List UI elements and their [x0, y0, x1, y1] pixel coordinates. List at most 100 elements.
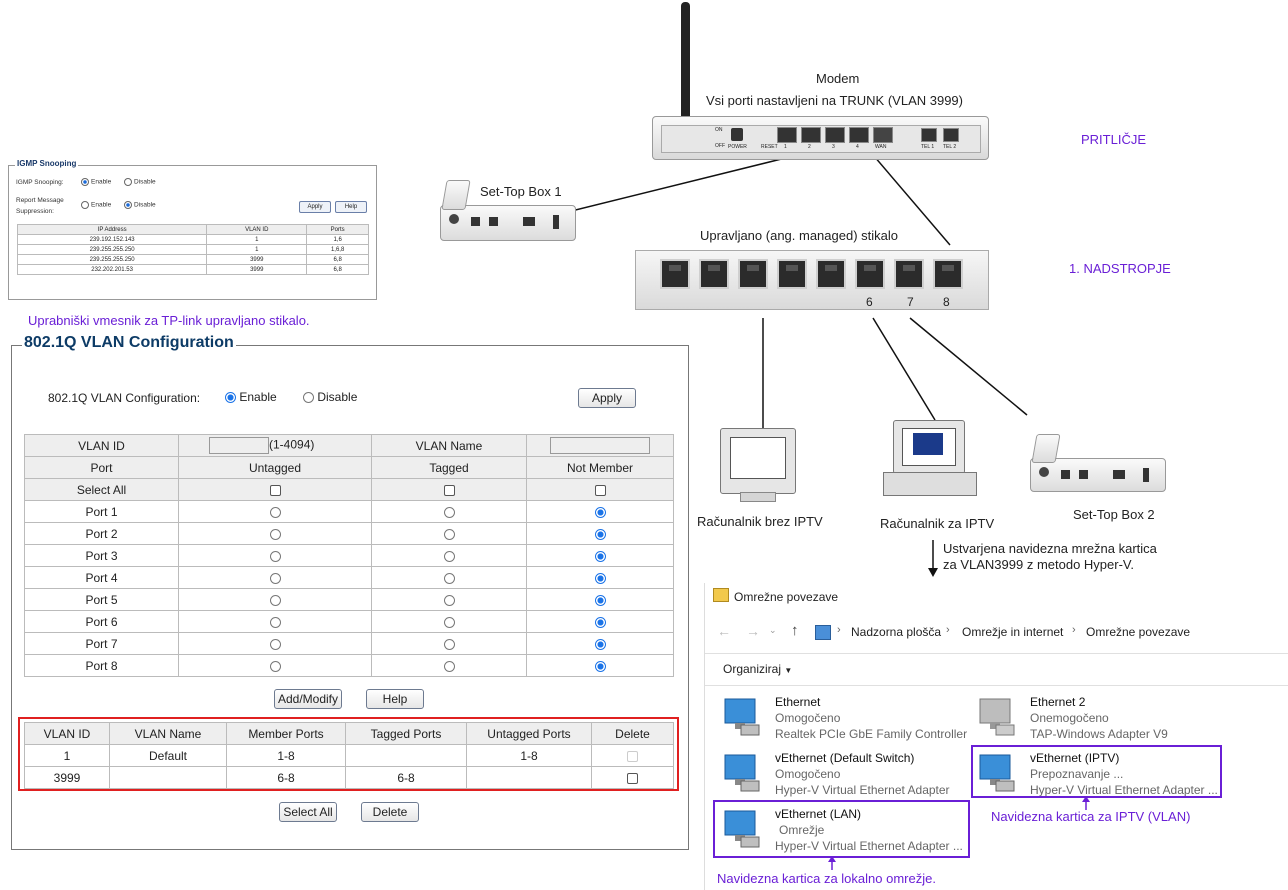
vlan-name-input[interactable]: [550, 437, 650, 454]
delete-checkbox[interactable]: [627, 772, 638, 784]
report-disable-radio[interactable]: Disable: [124, 201, 156, 209]
tagged-radio[interactable]: [443, 638, 455, 650]
tagged-radio[interactable]: [443, 572, 455, 584]
adapter-vethernet-default-switch[interactable]: vEthernet (Default Switch) Omogočeno Hyp…: [721, 749, 971, 801]
breadcrumb-item[interactable]: Omrežne povezave: [1086, 625, 1191, 639]
breadcrumb-item[interactable]: Nadzorna plošča: [851, 625, 942, 639]
vlan-name-cell: [526, 434, 674, 457]
set-top-box-1: [440, 205, 576, 241]
not-member-radio[interactable]: [594, 638, 606, 650]
dropdown-chevron-icon: ▼: [784, 666, 793, 675]
table-row: Port 7: [24, 632, 674, 655]
adapter-ethernet[interactable]: Ethernet Omogočeno Realtek PCIe GbE Fami…: [721, 693, 971, 745]
not-member-radio[interactable]: [594, 660, 606, 672]
vlan-id-label: VLAN ID: [24, 434, 179, 457]
toolbar-divider: [705, 685, 1288, 686]
member-table-highlight: [18, 717, 679, 791]
select-all-button[interactable]: Select All: [279, 802, 337, 822]
untagged-radio[interactable]: [269, 528, 281, 540]
modem-tel2-label: TEL 2: [943, 144, 957, 150]
port-label: Port 8: [24, 654, 179, 677]
untagged-radio[interactable]: [269, 572, 281, 584]
untagged-radio[interactable]: [269, 506, 281, 518]
untagged-radio[interactable]: [269, 616, 281, 628]
help-button[interactable]: Help: [366, 689, 424, 709]
adapter-status: Omrežje: [779, 823, 825, 837]
stb1-label: Set-Top Box 1: [480, 184, 562, 199]
report-disable-label: Disable: [134, 201, 156, 209]
radio-icon: [124, 201, 132, 209]
not-member-radio[interactable]: [594, 550, 606, 562]
vlan-enable-radio[interactable]: Enable: [225, 390, 277, 404]
untagged-radio[interactable]: [269, 594, 281, 606]
cell-tagged-ports: 6-8: [345, 766, 467, 789]
col-not-member: Not Member: [526, 456, 674, 479]
report-message-label: Report Message: [16, 197, 64, 204]
untagged-radio[interactable]: [269, 638, 281, 650]
untagged-radio[interactable]: [269, 550, 281, 562]
back-arrow-icon[interactable]: ←: [717, 623, 731, 639]
table-row: Port 6: [24, 610, 674, 633]
untagged-radio[interactable]: [269, 660, 281, 672]
tagged-radio[interactable]: [443, 616, 455, 628]
tel-port-1: [921, 128, 937, 142]
igmp-help-button[interactable]: Help: [335, 201, 367, 213]
modem-tel1-label: TEL 1: [921, 144, 935, 150]
adapter-ethernet-2[interactable]: Ethernet 2 Onemogočeno TAP-Windows Adapt…: [976, 693, 1226, 745]
floor-ground-label: PRITLIČJE: [1081, 132, 1147, 147]
radio-icon: [81, 201, 89, 209]
delete-button[interactable]: Delete: [361, 802, 419, 822]
not-member-radio[interactable]: [594, 572, 606, 584]
up-arrow-icon[interactable]: ↑: [791, 622, 799, 639]
report-enable-radio[interactable]: Enable: [81, 201, 111, 209]
vlan-id-input[interactable]: [209, 437, 269, 454]
igmp-apply-button[interactable]: Apply: [299, 201, 331, 213]
history-chevron-icon[interactable]: ⌄: [769, 625, 777, 635]
igmp-enable-radio[interactable]: Enable: [81, 178, 111, 186]
vlan-apply-button[interactable]: Apply: [578, 388, 636, 408]
tagged-radio[interactable]: [443, 550, 455, 562]
switch-port-6-label: 6: [866, 295, 873, 309]
breadcrumb-sep-icon: ›: [837, 624, 841, 636]
igmp-disable-radio[interactable]: Disable: [124, 178, 156, 186]
switch-port-8-label: 8: [943, 295, 950, 309]
network-folder-icon: [713, 588, 729, 602]
stb2-label: Set-Top Box 2: [1073, 507, 1155, 522]
organize-menu[interactable]: Organiziraj ▼: [723, 662, 792, 676]
add-modify-button[interactable]: Add/Modify: [274, 689, 342, 709]
switch-port-7-label: 7: [907, 295, 914, 309]
cell-ports: 6,8: [306, 264, 369, 275]
radio-icon: [303, 392, 314, 404]
forward-arrow-icon[interactable]: →: [746, 623, 760, 639]
tagged-radio[interactable]: [443, 528, 455, 540]
tplink-caption: Uprabniški vmesnik za TP-link upravljano…: [28, 313, 310, 328]
port-label: Port 3: [24, 544, 179, 567]
adapter-vethernet-iptv[interactable]: vEthernet (IPTV) Prepoznavanje ... Hyper…: [976, 749, 1226, 801]
tagged-radio[interactable]: [443, 594, 455, 606]
tagged-radio[interactable]: [443, 506, 455, 518]
select-all-tagged-checkbox[interactable]: [443, 484, 455, 496]
tagged-radio[interactable]: [443, 660, 455, 672]
pc-iptv-label: Računalnik za IPTV: [880, 516, 995, 531]
modem-port-1-label: 1: [784, 144, 787, 150]
col-port: Port: [24, 456, 179, 479]
vlan-disable-radio[interactable]: Disable: [303, 390, 357, 404]
breadcrumb-item[interactable]: Omrežje in internet: [962, 625, 1064, 639]
not-member-radio[interactable]: [594, 506, 606, 518]
pc-no-iptv-monitor: [720, 428, 796, 494]
col-delete: Delete: [591, 722, 674, 745]
not-member-radio[interactable]: [594, 528, 606, 540]
adapter-vethernet-lan[interactable]: vEthernet (LAN) Omrežje Hyper-V Virtual …: [721, 805, 971, 857]
col-ip-address: IP Address: [16, 224, 208, 235]
cell-vlan: 3999: [206, 254, 308, 265]
network-adapter-icon: [724, 698, 760, 736]
modem-port-4-label: 4: [856, 144, 859, 150]
not-member-radio[interactable]: [594, 616, 606, 628]
select-all-untagged-checkbox[interactable]: [269, 484, 281, 496]
set-top-box-2: [1030, 458, 1166, 492]
vlan-disable-label: Disable: [317, 390, 358, 404]
iptv-adapter-highlight: [971, 745, 1222, 798]
select-all-not-member-checkbox[interactable]: [594, 484, 606, 496]
not-member-radio[interactable]: [594, 594, 606, 606]
